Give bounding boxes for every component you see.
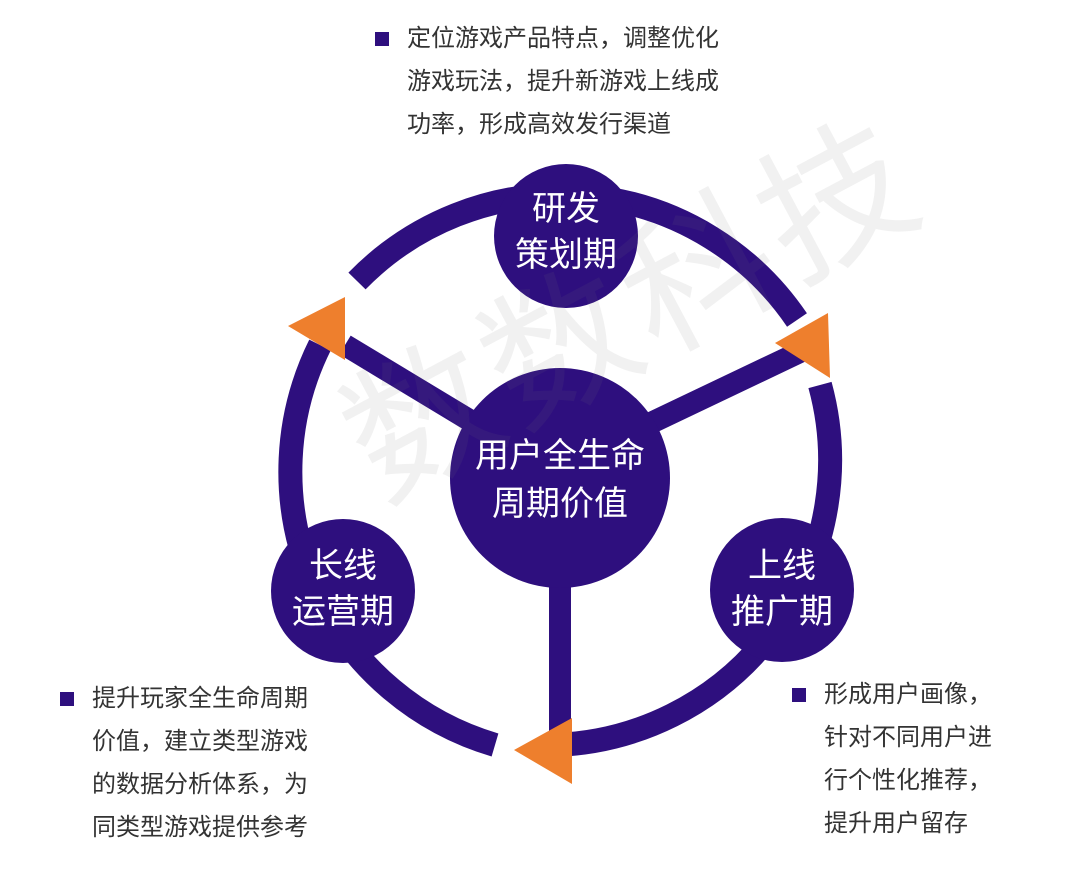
center-label: 用户全生命 周期价值 (460, 432, 660, 528)
node-circle-right (710, 518, 854, 662)
description-right-line1: 形成用户画像， (824, 680, 992, 708)
description-right-line3: 行个性化推荐， (824, 766, 992, 794)
node-label-right-line1: 上线 (748, 546, 816, 586)
description-top-line1: 定位游戏产品特点，调整优化 (407, 24, 719, 52)
description-left-line4: 同类型游戏提供参考 (92, 813, 308, 841)
description-top-line3: 功率，形成高效发行渠道 (407, 110, 671, 138)
center-circle (450, 368, 670, 588)
description-right: 形成用户画像， 针对不同用户进 行个性化推荐， 提升用户留存 (824, 673, 992, 845)
description-left: 提升玩家全生命周期 价值，建立类型游戏 的数据分析体系，为 同类型游戏提供参考 (92, 677, 308, 849)
bullet-left (60, 692, 74, 706)
node-label-left-line2: 运营期 (292, 592, 394, 632)
bullet-top (375, 32, 389, 46)
description-left-line1: 提升玩家全生命周期 (92, 684, 308, 712)
description-top-line2: 游戏玩法，提升新游戏上线成 (407, 67, 719, 95)
description-top: 定位游戏产品特点，调整优化 游戏玩法，提升新游戏上线成 功率，形成高效发行渠道 (407, 17, 719, 146)
description-right-line4: 提升用户留存 (824, 809, 968, 837)
center-label-line2: 周期价值 (492, 484, 628, 524)
node-label-top-line2: 策划期 (515, 235, 617, 275)
node-label-right-line2: 推广期 (731, 592, 833, 632)
node-circle-left (271, 519, 415, 663)
arrow-right (775, 313, 830, 378)
node-label-left: 长线 运营期 (283, 543, 403, 635)
description-left-line2: 价值，建立类型游戏 (92, 727, 308, 755)
arrow-left (288, 297, 345, 360)
center-label-line1: 用户全生命 (475, 436, 645, 476)
description-right-line2: 针对不同用户进 (824, 723, 992, 751)
node-circle-top (494, 164, 638, 308)
node-label-top-line1: 研发 (532, 189, 600, 229)
description-left-line3: 的数据分析体系，为 (92, 770, 308, 798)
arrow-bottom (514, 718, 572, 784)
bullet-right (792, 688, 806, 702)
node-label-left-line1: 长线 (309, 546, 377, 586)
node-label-top: 研发 策划期 (506, 186, 626, 278)
node-label-right: 上线 推广期 (722, 543, 842, 635)
